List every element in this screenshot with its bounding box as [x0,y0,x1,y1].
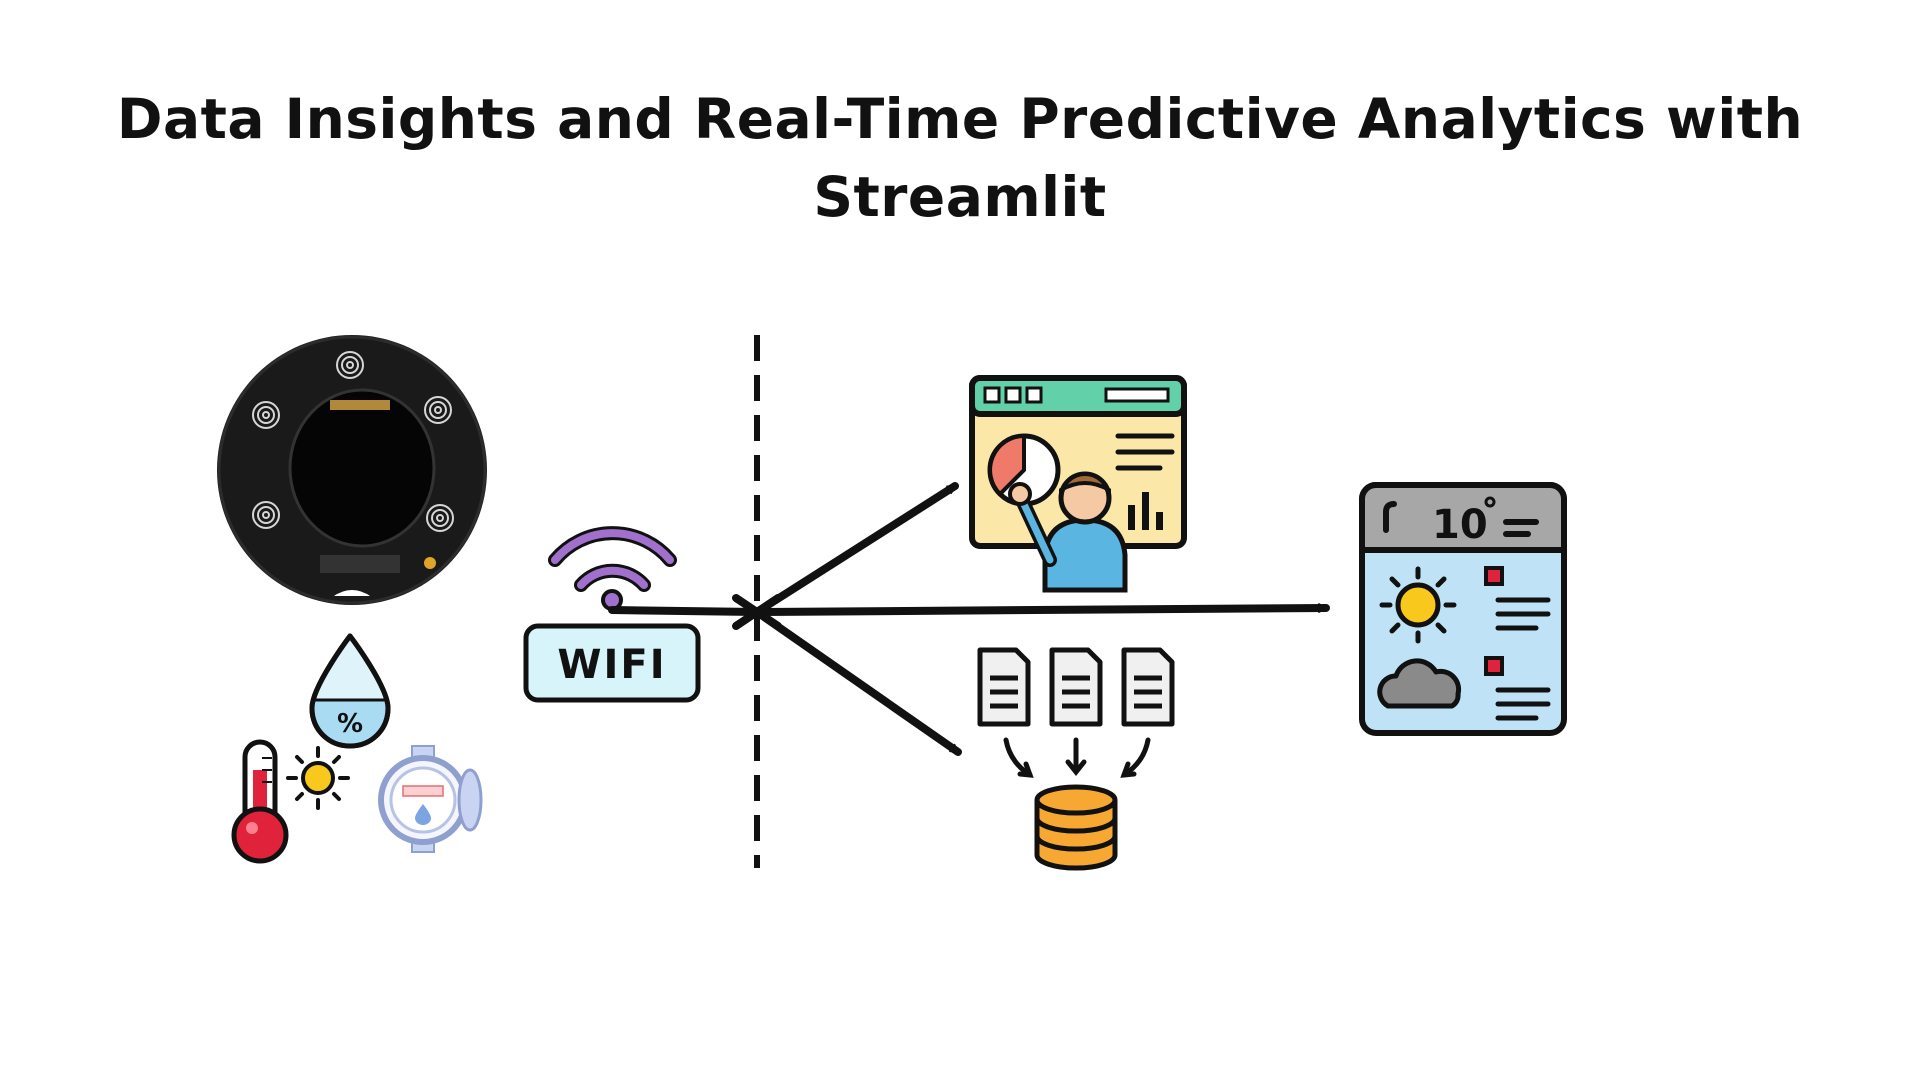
title-line-1: Data Insights and Real-Time Predictive A… [116,87,1804,151]
sun-icon [286,746,350,810]
title-block: Data Insights and Real-Time Predictive A… [0,80,1920,236]
arrow-wifi-to-hub [608,606,761,616]
database-icon [1034,784,1118,871]
svg-text:%: % [337,709,363,739]
forecast-cloud-icon [1377,658,1462,709]
water-drop-humidity-icon: % [309,633,391,749]
wifi-icon [548,526,677,611]
arrow-to-dashboard [753,482,959,616]
flow-arrows [608,482,1330,756]
arrow-to-forecast [753,603,1330,616]
forecast-sun-icon [1379,566,1457,644]
forecast-temperature: 10 [1432,502,1488,548]
sensor-board-icon [217,335,487,605]
dashboard-analytics-icon [969,375,1187,593]
arrow-to-storage [753,608,962,756]
title-line-2: Streamlit [813,165,1107,229]
documents-icon [977,647,1175,727]
water-meter-icon [378,745,483,853]
thermometer-icon [231,739,289,864]
weather-forecast-icon: 10 [1359,482,1567,736]
cross-mark-b [732,594,782,630]
documents-to-database-arrows [1003,737,1151,778]
wifi-label: WIFI [557,642,666,688]
wifi-label-box: WIFI [523,623,701,703]
page-title: Data Insights and Real-Time Predictive A… [0,80,1920,236]
